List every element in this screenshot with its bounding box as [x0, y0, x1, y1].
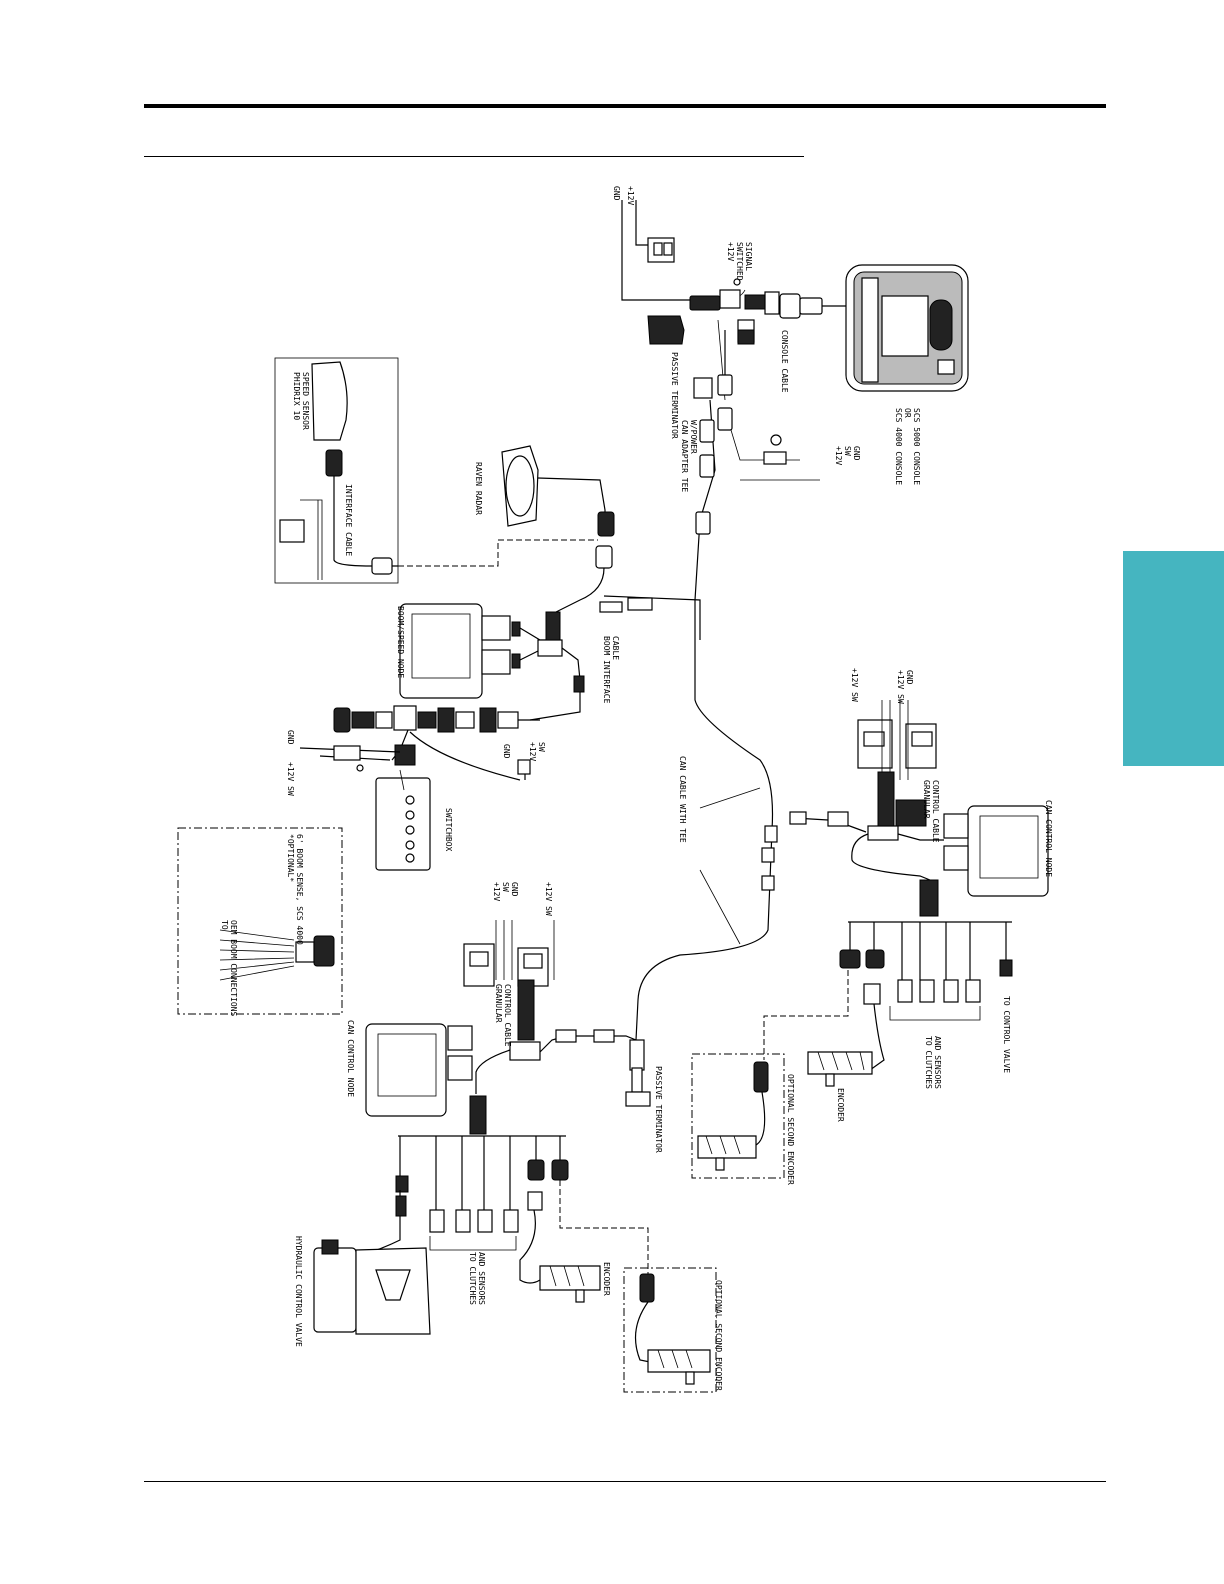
label-granular-control-cable-right: GRANULARCONTROL CABLE: [922, 780, 940, 843]
label-optional-second-encoder-right: OPTIONAL SECOND ENCODER: [786, 1074, 795, 1185]
label-oem-boom: TOOEM BOOM CONNECTIONS: [220, 920, 238, 1017]
boom-interface-harness: [299, 705, 540, 781]
can-cable-leaders: [699, 787, 761, 945]
label-plus12v-sw-left: +12V SW: [286, 762, 295, 796]
can-trunk: [635, 299, 774, 1041]
label-phidrix-sensor: PHIDRIX 10SPEED SENSOR: [292, 372, 310, 430]
right-branch-harness: [763, 921, 1013, 1071]
label-can-cable-with-tee: CAN CABLE WITH TEE: [678, 756, 687, 843]
label-console-name: SCS 4000 CONSOLEORSCS 5000 CONSOLE: [894, 408, 921, 485]
label-passive-terminator-top: PASSIVE TERMINATOR: [670, 352, 679, 439]
label-optional-boom-sense: *OPTIONAL*6' BOOM SENSE, SCS 4000: [286, 834, 304, 945]
footer-rule: [144, 1481, 1106, 1482]
label-gnd-left: GND: [286, 730, 295, 745]
can-control-node-left: [365, 920, 637, 1135]
label-can-control-node-right: CAN CONTROL NODE: [1044, 800, 1053, 877]
label-hydraulic-control-valve: HYDRAULIC CONTROL VALVE: [294, 1236, 303, 1347]
label-switched-signal: +12VSWITCHEDSIGNAL: [726, 242, 753, 281]
label-boom-speed-node: BOOM/SPEED NODE: [396, 606, 405, 678]
title-underline: [144, 156, 804, 157]
label-left-plus12v-sw-b: +12V SW: [544, 882, 553, 916]
label-optional-second-encoder-left: OPTIONAL SECOND ENCODER: [714, 1280, 723, 1391]
label-plus12v-sw-mid: +12VSW: [528, 742, 546, 761]
power-connector-top: [621, 200, 690, 301]
label-can-adapter-tee: CAN ADAPTER TEEW/POWER: [680, 420, 698, 492]
switchbox: [375, 769, 431, 871]
label-gnd-top: GND: [612, 186, 621, 201]
label-can-control-node-left: CAN CONTROL NODE: [346, 1020, 355, 1097]
raven-radar: [398, 445, 701, 641]
label-encoder-right: ENCODER: [836, 1088, 845, 1122]
encoder-left: [539, 1265, 601, 1303]
label-to-control-valve: TO CONTROL VALVE: [1002, 996, 1011, 1073]
label-gnd-mid: GND: [502, 744, 511, 759]
label-boom-interface-cable: BOOM INTERFACECABLE: [602, 636, 620, 704]
hydraulic-control-valve: [313, 1239, 431, 1335]
passive-terminator-bottom: [625, 1039, 651, 1107]
label-left-plus12v-sw: +12VSWGND: [492, 882, 519, 901]
diagram-labels: GND +12V +12VSWITCHEDSIGNAL CONSOLE CABLE SC…: [220, 186, 1053, 1391]
label-passive-terminator-bottom: PASSIVE TERMINATOR: [654, 1066, 663, 1153]
encoder-right: [807, 1051, 873, 1087]
can-adapter-tee: [695, 374, 787, 535]
label-sw-gnd-top: +12VSWGND: [834, 446, 861, 465]
speed-sensor-group: [274, 357, 399, 584]
label-plus12v-top: +12V: [626, 186, 635, 205]
scs-console: [845, 264, 969, 392]
left-branch-harness: [351, 1135, 649, 1284]
optional-boom-sense: [177, 827, 343, 1015]
label-console-cable: CONSOLE CABLE: [780, 330, 789, 393]
optional-encoder-right: [691, 1053, 785, 1179]
boom-speed-node: [399, 603, 585, 721]
label-interface-cable: INTERFACE CABLE: [344, 484, 353, 556]
can-control-node-right: [761, 700, 1049, 917]
label-to-clutches-right: TO CLUTCHESAND SENSORS: [924, 1036, 942, 1089]
header-rule: [144, 104, 1106, 108]
console-harness: [689, 278, 846, 345]
optional-encoder-left: [623, 1267, 717, 1393]
label-right-plus12v-sw-a: +12V SW: [850, 668, 859, 702]
label-right-plus12v-sw-b: +12V SWGND: [896, 670, 914, 704]
label-to-clutches-left: TO CLUTCHESAND SENSORS: [468, 1252, 486, 1305]
label-encoder-left: ENCODER: [602, 1262, 611, 1296]
label-raven-radar: RAVEN RADAR: [474, 462, 483, 515]
label-switchbox: SWITCHBOX: [444, 808, 453, 852]
passive-terminator-top: [647, 315, 713, 399]
section-tab: [1123, 551, 1224, 766]
label-granular-control-cable-left: GRANULARCONTROL CABLE: [494, 984, 512, 1047]
